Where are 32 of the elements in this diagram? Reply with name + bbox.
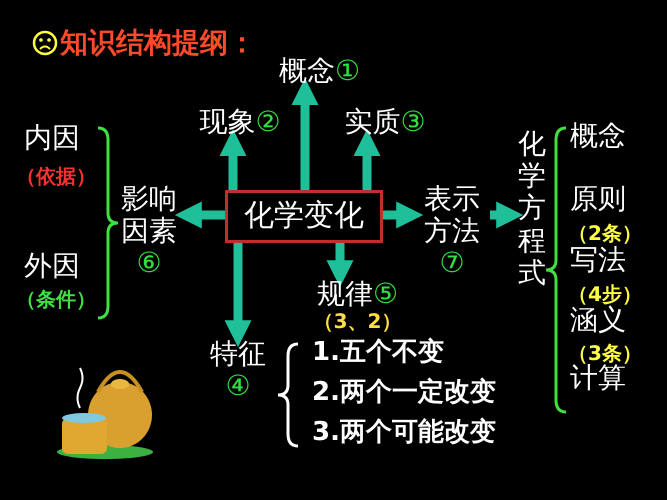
title: 知识结构提纲： [60, 25, 256, 61]
arrow [354, 129, 380, 190]
arrow [174, 202, 225, 228]
concept-text: 特征 ④ [205, 338, 271, 402]
concept-text: 规律⑤ （3、2） [300, 278, 415, 334]
label: （条件） [16, 288, 96, 311]
arrow [224, 242, 252, 348]
concept-text: 实质③ [330, 106, 440, 138]
concept-text: 现象② [185, 106, 295, 138]
list-item: 1.五个不变 [312, 338, 444, 368]
label: 写法 [570, 244, 626, 276]
label: 涵义 [570, 304, 626, 336]
arrow [326, 242, 354, 288]
label: （依据） [16, 165, 96, 188]
label: （2条） [568, 222, 642, 245]
arrow [292, 78, 318, 190]
arrow [490, 202, 524, 228]
concept-text: 表示方法 ⑦ [414, 183, 490, 280]
label: 概念 [570, 120, 626, 152]
vertical-text: 化学方程式 [514, 128, 550, 289]
process-box: 化学变化 [225, 190, 383, 242]
concept-text: 概念① [262, 55, 377, 88]
label: （3条） [568, 342, 642, 365]
concept-text: 影响因素 ⑥ [114, 183, 184, 280]
label: 内因 [24, 122, 80, 154]
label: 原则 [570, 183, 626, 216]
arrow [220, 129, 246, 190]
label: （4步） [568, 283, 642, 306]
list-item: 3.两个可能改变 [312, 418, 496, 448]
list-item: 2.两个一定改变 [312, 378, 496, 408]
arrow [383, 202, 424, 228]
label: 外因 [24, 250, 80, 282]
